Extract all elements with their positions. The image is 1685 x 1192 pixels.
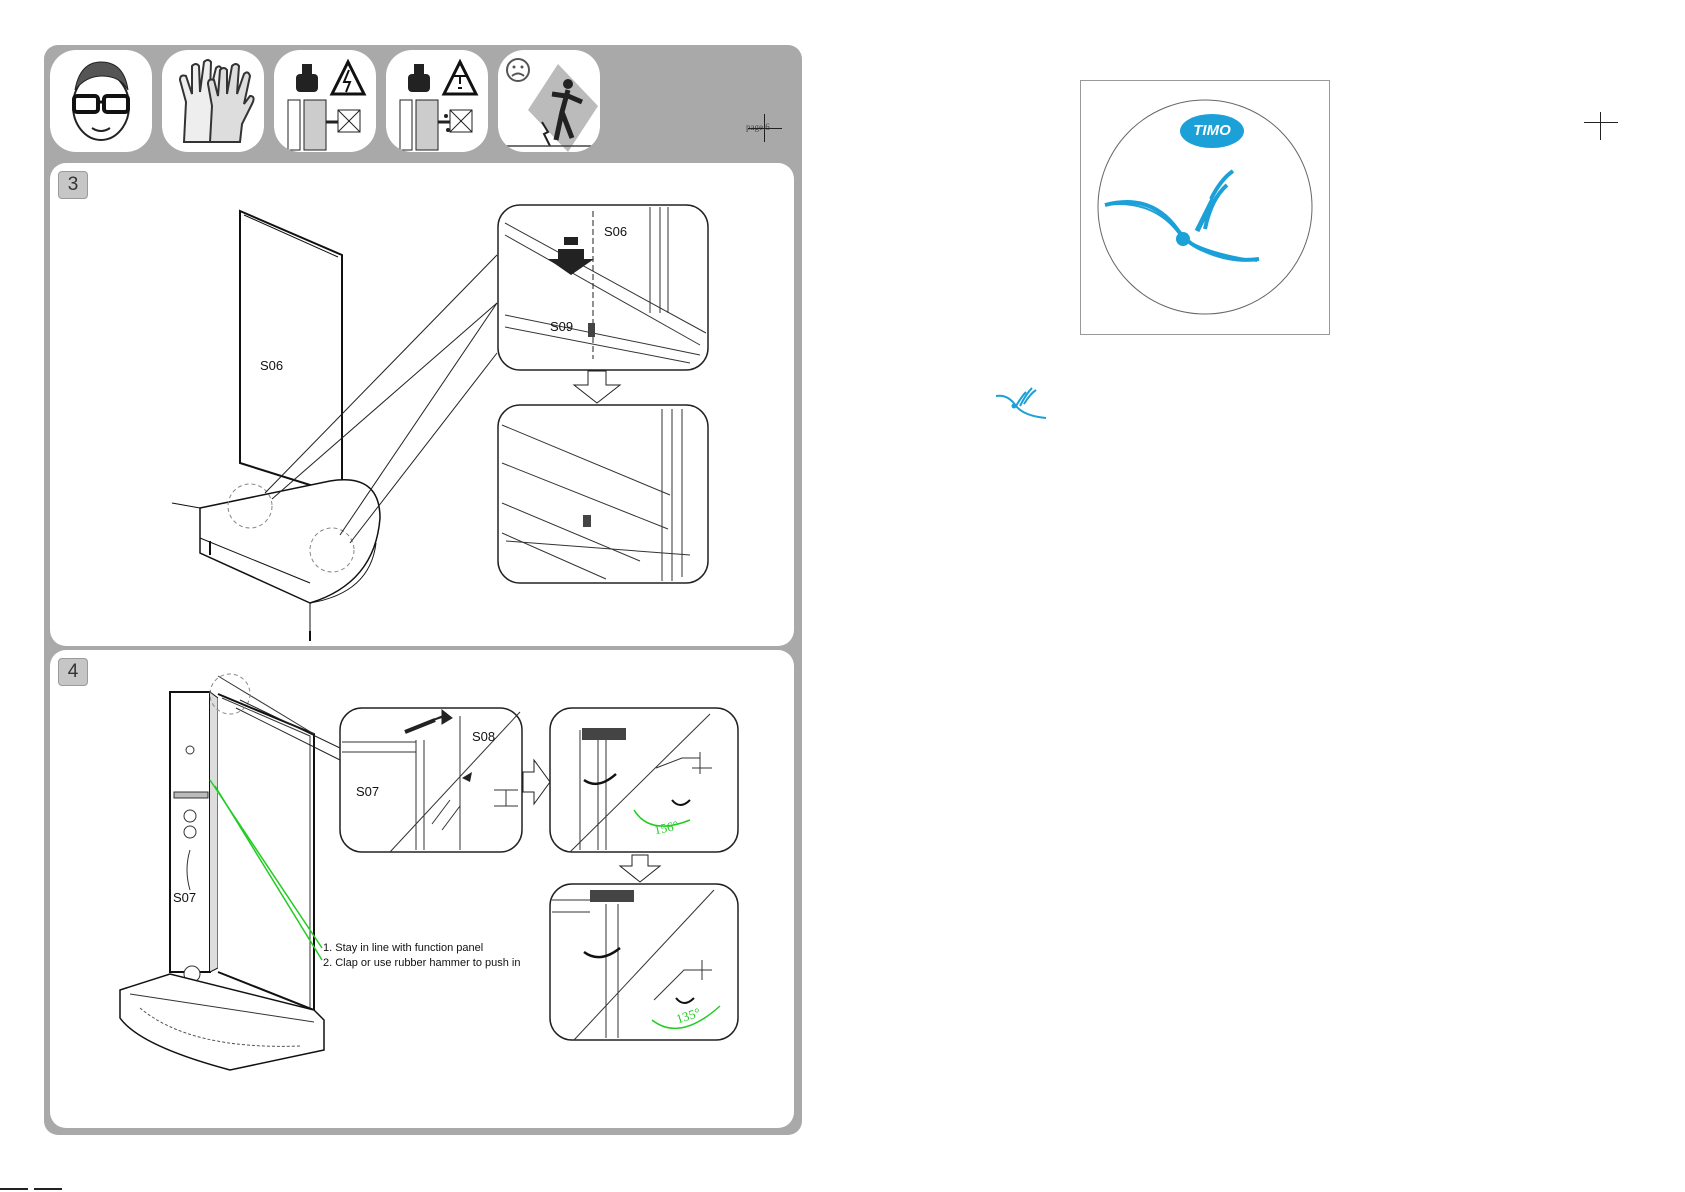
column-label-s07: S07 xyxy=(173,890,196,905)
detail-label-s06: S06 xyxy=(604,224,627,239)
step-3-illustration xyxy=(50,163,794,646)
crop-mark xyxy=(34,1188,62,1190)
step-4-illustration xyxy=(50,650,794,1128)
crop-mark xyxy=(1584,122,1618,123)
small-logo-icon xyxy=(994,384,1050,420)
panel-label-s06: S06 xyxy=(260,358,283,373)
instruction-note-1: 1. Stay in line with function panel xyxy=(323,942,483,954)
water-pipe-hazard-wall-icon xyxy=(386,50,488,152)
detail-label-s07: S07 xyxy=(356,784,379,799)
detail-label-s08: S08 xyxy=(472,729,495,744)
crop-mark xyxy=(1600,112,1601,140)
detail-label-s09: S09 xyxy=(550,319,573,334)
manual-page: page 6 3 xyxy=(44,45,802,1135)
crop-mark xyxy=(748,128,782,129)
crop-mark xyxy=(0,1188,28,1190)
electric-hazard-wall-icon xyxy=(274,50,376,152)
instruction-note-2: 2. Clap or use rubber hammer to push in xyxy=(323,957,521,969)
no-leaning-on-glass-icon xyxy=(498,50,600,152)
step-3-section: 3 xyxy=(50,163,794,646)
crop-mark xyxy=(764,114,765,142)
safety-glasses-icon xyxy=(50,50,152,152)
protective-gloves-icon xyxy=(162,50,264,152)
page-number: page 6 xyxy=(746,122,770,132)
logo-frame: TIMO xyxy=(1080,80,1330,335)
brand-wordmark: TIMO xyxy=(1181,115,1243,147)
step-4-section: 4 xyxy=(50,650,794,1128)
